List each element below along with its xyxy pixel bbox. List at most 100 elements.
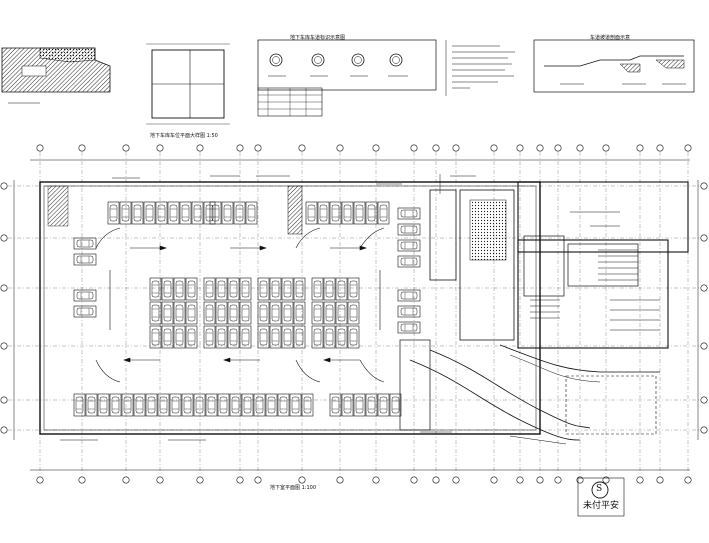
parking-stall	[149, 301, 162, 325]
parking-stall	[397, 223, 421, 236]
parking-stall	[377, 201, 390, 225]
grid-bubble	[36, 144, 44, 152]
parking-stall	[73, 305, 97, 318]
parking-stall	[167, 201, 180, 225]
parking-stall	[257, 277, 270, 301]
general-notes	[445, 40, 515, 96]
parking-stall	[239, 325, 252, 349]
detail-caption: 地下车库车位平面大样图 1:50	[150, 132, 218, 139]
parking-stall	[107, 201, 120, 225]
grid-bubble	[602, 476, 610, 484]
grid-bubble	[372, 144, 380, 152]
grid-bubble	[254, 476, 262, 484]
parking-stall	[217, 393, 230, 417]
parking-stall	[397, 305, 421, 318]
parking-stall	[203, 277, 216, 301]
parking-stall	[73, 237, 97, 250]
grid-bubble	[0, 182, 8, 190]
parking-stall	[311, 301, 324, 325]
grid-bubble	[700, 182, 708, 190]
parking-stall	[155, 201, 168, 225]
parking-stall	[397, 207, 421, 220]
parking-stall	[311, 325, 324, 349]
parking-stall	[119, 201, 132, 225]
parking-stall	[305, 201, 318, 225]
parking-stall	[269, 325, 282, 349]
parking-stall	[329, 393, 342, 417]
parking-stall	[191, 201, 204, 225]
parking-stall	[161, 325, 174, 349]
grid-bubble	[336, 144, 344, 152]
grid-bubble	[432, 476, 440, 484]
parking-stall	[185, 301, 198, 325]
parking-stall	[353, 201, 366, 225]
grid-bubble	[336, 476, 344, 484]
grid-bubble	[122, 476, 130, 484]
parking-stall	[215, 277, 228, 301]
parking-stall	[205, 393, 218, 417]
parking-stall	[293, 325, 306, 349]
grid-bubble	[432, 144, 440, 152]
parking-stall	[389, 393, 402, 417]
grid-bubble	[0, 284, 8, 292]
wall-section-detail	[1, 47, 111, 104]
parking-stall	[335, 325, 348, 349]
grid-bubble	[410, 144, 418, 152]
parking-stall	[269, 301, 282, 325]
stamp-symbol-circle	[577, 477, 625, 517]
grid-bubble	[700, 342, 708, 350]
grid-bubble	[636, 144, 644, 152]
parking-stall	[377, 393, 390, 417]
parking-stall	[289, 393, 302, 417]
detail-caption-text: 地下车库车位平面大样图	[150, 133, 206, 139]
detail-scale: 1:50	[206, 133, 218, 139]
grid-bubble	[236, 144, 244, 152]
parking-stall	[173, 277, 186, 301]
grid-bubble	[298, 144, 306, 152]
grid-bubble	[254, 144, 262, 152]
parking-stall	[149, 277, 162, 301]
grid-bubble	[516, 476, 524, 484]
parking-stall	[229, 393, 242, 417]
grid-bubble	[656, 144, 664, 152]
parking-stall	[265, 393, 278, 417]
grid-bubble	[298, 476, 306, 484]
parking-stall	[227, 277, 240, 301]
parking-stall	[149, 325, 162, 349]
parking-stall	[323, 325, 336, 349]
parking-stall	[131, 201, 144, 225]
parking-stall	[253, 393, 266, 417]
parking-stall	[257, 301, 270, 325]
parking-stall	[293, 277, 306, 301]
parking-stall	[341, 393, 354, 417]
grid-bubble	[410, 476, 418, 484]
grid-bubble	[0, 234, 8, 242]
grid-bubble	[490, 476, 498, 484]
grid-bubble	[700, 284, 708, 292]
parking-stall	[161, 277, 174, 301]
plan-caption: 地下室平面图 1:100	[270, 484, 316, 491]
parking-stall	[397, 289, 421, 302]
parking-stall	[161, 301, 174, 325]
grid-bubble	[516, 144, 524, 152]
grid-bubble	[36, 476, 44, 484]
section-title: 车道坡道剖面示意	[590, 35, 631, 41]
structural-grid-axes	[0, 144, 708, 484]
grid-bubble	[684, 476, 692, 484]
stall-detail	[146, 43, 323, 125]
parking-stall	[281, 277, 294, 301]
parking-stall	[73, 289, 97, 302]
parking-stall	[215, 325, 228, 349]
parking-stall	[239, 277, 252, 301]
grid-bubble	[576, 144, 584, 152]
parking-stall	[173, 301, 186, 325]
parking-stall	[239, 301, 252, 325]
grid-bubble	[700, 396, 708, 404]
parking-stall	[203, 301, 216, 325]
parking-stall	[397, 255, 421, 268]
plan-caption-text: 地下室平面图	[270, 485, 301, 491]
grid-bubble	[0, 396, 8, 404]
grid-bubble	[684, 144, 692, 152]
grid-bubble	[536, 144, 544, 152]
parking-stall	[365, 201, 378, 225]
